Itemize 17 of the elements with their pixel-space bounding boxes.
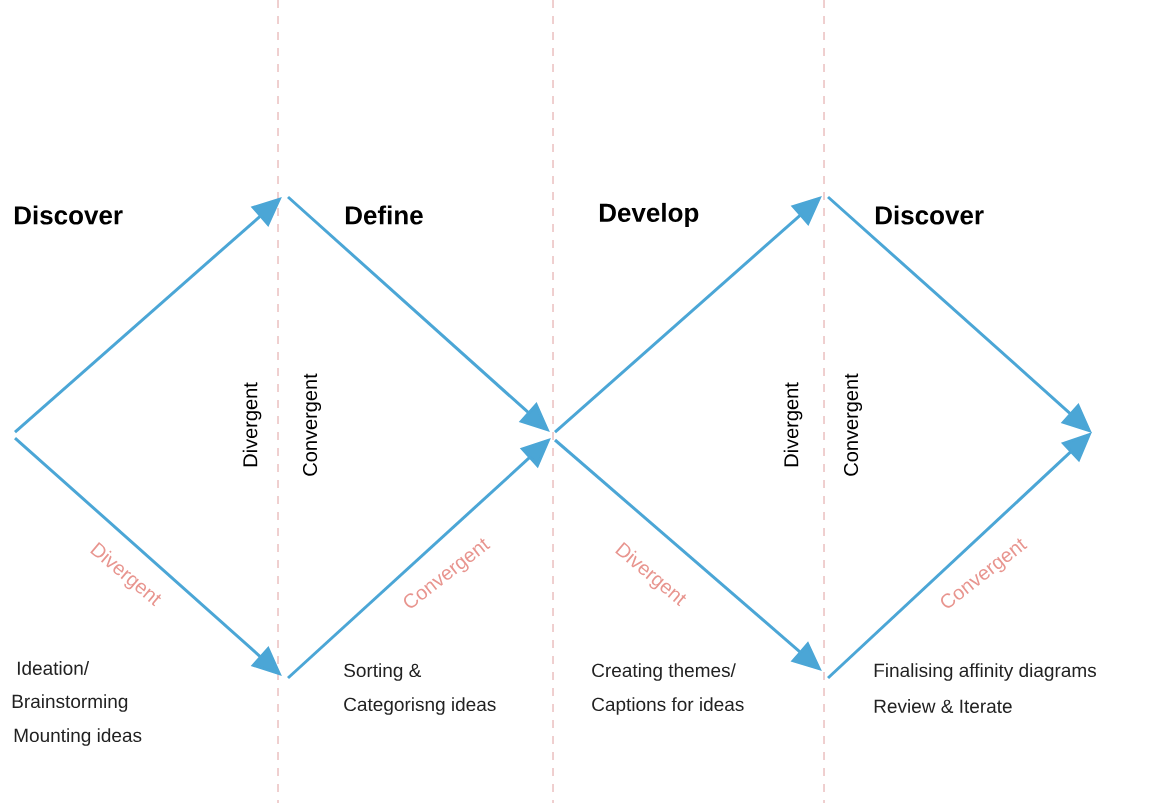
- vertical-label: Divergent: [783, 382, 803, 467]
- activity-text: Finalising affinity diagrams: [874, 663, 1096, 681]
- vertical-label: Convergent: [843, 373, 863, 476]
- activity-text: Brainstorming: [12, 694, 128, 712]
- activity-text: Captions for ideas: [592, 697, 744, 715]
- phase-heading: Discover: [14, 205, 123, 225]
- activity-text: Review & Iterate: [874, 699, 1012, 713]
- activity-text: Categorisng ideas: [344, 697, 496, 715]
- vertical-label: Convergent: [302, 373, 322, 476]
- activity-text: Ideation/: [17, 661, 90, 675]
- phase-heading: Discover: [875, 205, 984, 225]
- activity-text: Sorting &: [344, 663, 422, 681]
- phase-heading: Define: [345, 205, 423, 225]
- vertical-label: Divergent: [242, 382, 262, 467]
- activity-text: Creating themes/: [592, 663, 736, 681]
- phase-heading: Develop: [599, 202, 699, 228]
- activity-text: Mounting ideas: [14, 728, 142, 746]
